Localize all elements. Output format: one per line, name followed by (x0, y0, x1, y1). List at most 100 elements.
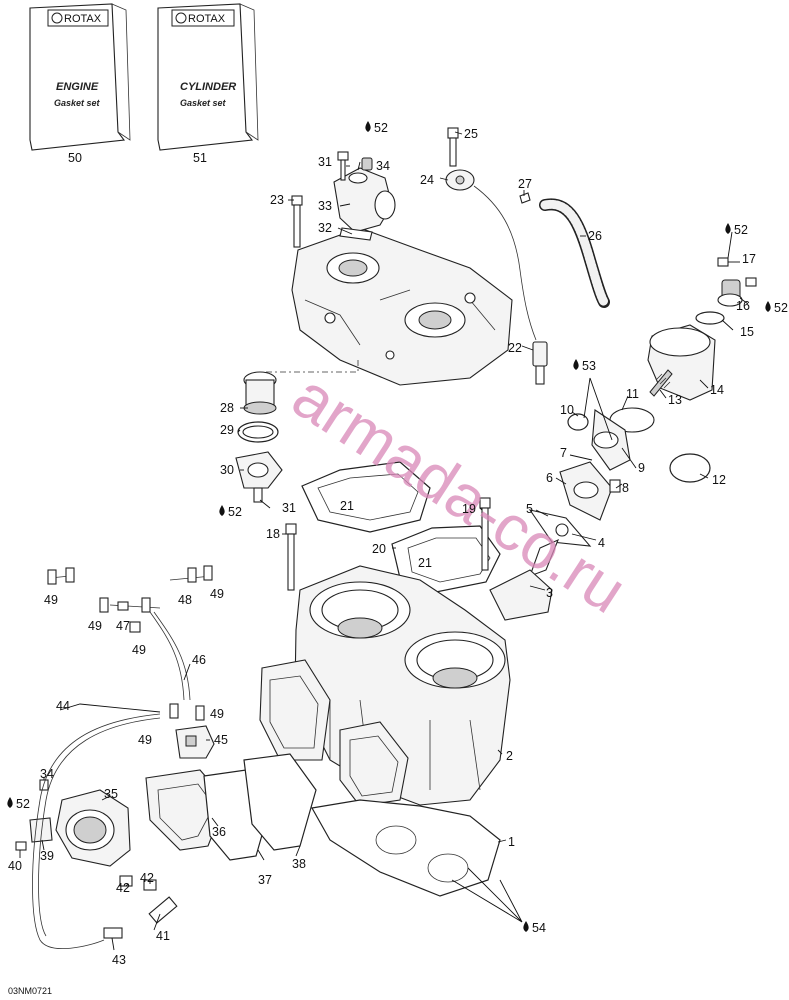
callout-c6: 6 (546, 471, 553, 485)
callout-number: 14 (710, 383, 724, 397)
rotax-logo-icon (51, 12, 63, 24)
callout-number: 38 (292, 857, 306, 871)
callout-c5: 5 (526, 502, 533, 516)
callout-number: 9 (638, 461, 645, 475)
callout-number: 31 (282, 501, 296, 515)
callout-c19: 19 (462, 502, 476, 516)
thermostat-assembly (235, 371, 283, 503)
callout-c34a: 34 (376, 159, 390, 173)
callout-number: 13 (668, 393, 682, 407)
callout-number: 28 (220, 401, 234, 415)
callout-number: 33 (318, 199, 332, 213)
plug-34-top (361, 157, 373, 171)
callout-number: 19 (462, 502, 476, 516)
callout-number: 52 (374, 121, 388, 135)
callout-number: 52 (774, 301, 788, 315)
callout-c21a: 21 (340, 499, 354, 513)
callout-number: 11 (626, 387, 639, 401)
callout-c8: 8 (622, 481, 629, 495)
callout-c39: 39 (40, 849, 54, 863)
callout-c17: 17 (742, 252, 756, 266)
callout-c44: 44 (56, 699, 70, 713)
temperature-sensor (445, 127, 548, 385)
oil-drop-icon (219, 505, 225, 516)
stud-19 (479, 497, 491, 571)
callout-number: 41 (156, 929, 170, 943)
callout-number: 12 (712, 473, 726, 487)
callout-c46: 46 (192, 653, 206, 667)
callout-c38: 38 (292, 857, 306, 871)
cylinder-head (291, 227, 513, 386)
callout-number: 42 (116, 881, 130, 895)
callout-c10: 10 (560, 403, 574, 417)
callout-number: 34 (376, 159, 390, 173)
kit-subtitle: Gasket set (54, 98, 101, 108)
callout-c35: 35 (104, 787, 118, 801)
callout-c22: 22 (508, 341, 522, 355)
callout-c52a: 52 (365, 121, 388, 135)
callout-number: 47 (116, 619, 130, 633)
base-gasket (311, 799, 501, 897)
callout-c43: 43 (112, 953, 126, 967)
callout-number: 21 (418, 556, 432, 570)
oil-drop-icon (7, 797, 13, 808)
callout-c24: 24 (420, 173, 434, 187)
callout-number: 30 (220, 463, 234, 477)
callout-number: 39 (40, 849, 54, 863)
callout-number: 1 (508, 835, 515, 849)
callout-number: 32 (318, 221, 332, 235)
callout-c14: 14 (710, 383, 724, 397)
callout-number: 42 (140, 871, 154, 885)
callout-c29: 29 (220, 423, 234, 437)
bolt-23 (291, 195, 303, 248)
cylinder-gasket-kit: ROTAX CYLINDER Gasket set 51 (157, 3, 259, 165)
callout-c45: 45 (214, 733, 228, 747)
callout-number: 10 (560, 403, 574, 417)
bolt-31-top (337, 151, 349, 181)
rotax-logo-icon (175, 12, 187, 24)
kit-brand-label: ROTAX (64, 13, 102, 25)
water-hose (519, 192, 610, 308)
callout-number: 8 (622, 481, 629, 495)
callout-number: 31 (318, 155, 332, 169)
callout-number: 54 (532, 921, 546, 935)
callout-c21b: 21 (418, 556, 432, 570)
stud-18 (285, 523, 297, 591)
callout-number: 27 (518, 177, 532, 191)
head-gasket-upper (301, 461, 431, 533)
reed-valve-assembly (145, 753, 317, 861)
callout-number: 2 (506, 749, 513, 763)
callout-c52c: 52 (765, 301, 788, 315)
callout-number: 6 (546, 471, 553, 485)
callout-c32: 32 (318, 221, 332, 235)
head-leader-line (265, 360, 359, 373)
callout-number: 40 (8, 859, 22, 873)
callout-number: 46 (192, 653, 206, 667)
callout-c49d: 49 (132, 643, 146, 657)
callout-c42b: 42 (140, 871, 154, 885)
callout-c36: 36 (212, 825, 226, 839)
callout-number: 29 (220, 423, 234, 437)
callout-number: 52 (16, 797, 30, 811)
callout-number: 45 (214, 733, 228, 747)
callout-number: 35 (104, 787, 118, 801)
callout-c3: 3 (546, 586, 553, 600)
callout-c52b: 52 (725, 223, 748, 237)
callout-leaders (19, 131, 749, 951)
callout-c16: 16 (736, 299, 750, 313)
callout-number: 43 (112, 953, 126, 967)
callout-c48: 48 (178, 593, 192, 607)
callout-number: 49 (138, 733, 152, 747)
callout-c12: 12 (712, 473, 726, 487)
callout-c13: 13 (668, 393, 682, 407)
callout-number: 21 (340, 499, 354, 513)
callout-number: 25 (464, 127, 478, 141)
callout-number: 22 (508, 341, 522, 355)
callout-c9: 9 (638, 461, 645, 475)
callout-number: 48 (178, 593, 192, 607)
callout-c1: 1 (508, 835, 515, 849)
callout-number: 26 (588, 229, 602, 243)
callout-c7: 7 (560, 446, 567, 460)
callout-number: 3 (546, 586, 553, 600)
